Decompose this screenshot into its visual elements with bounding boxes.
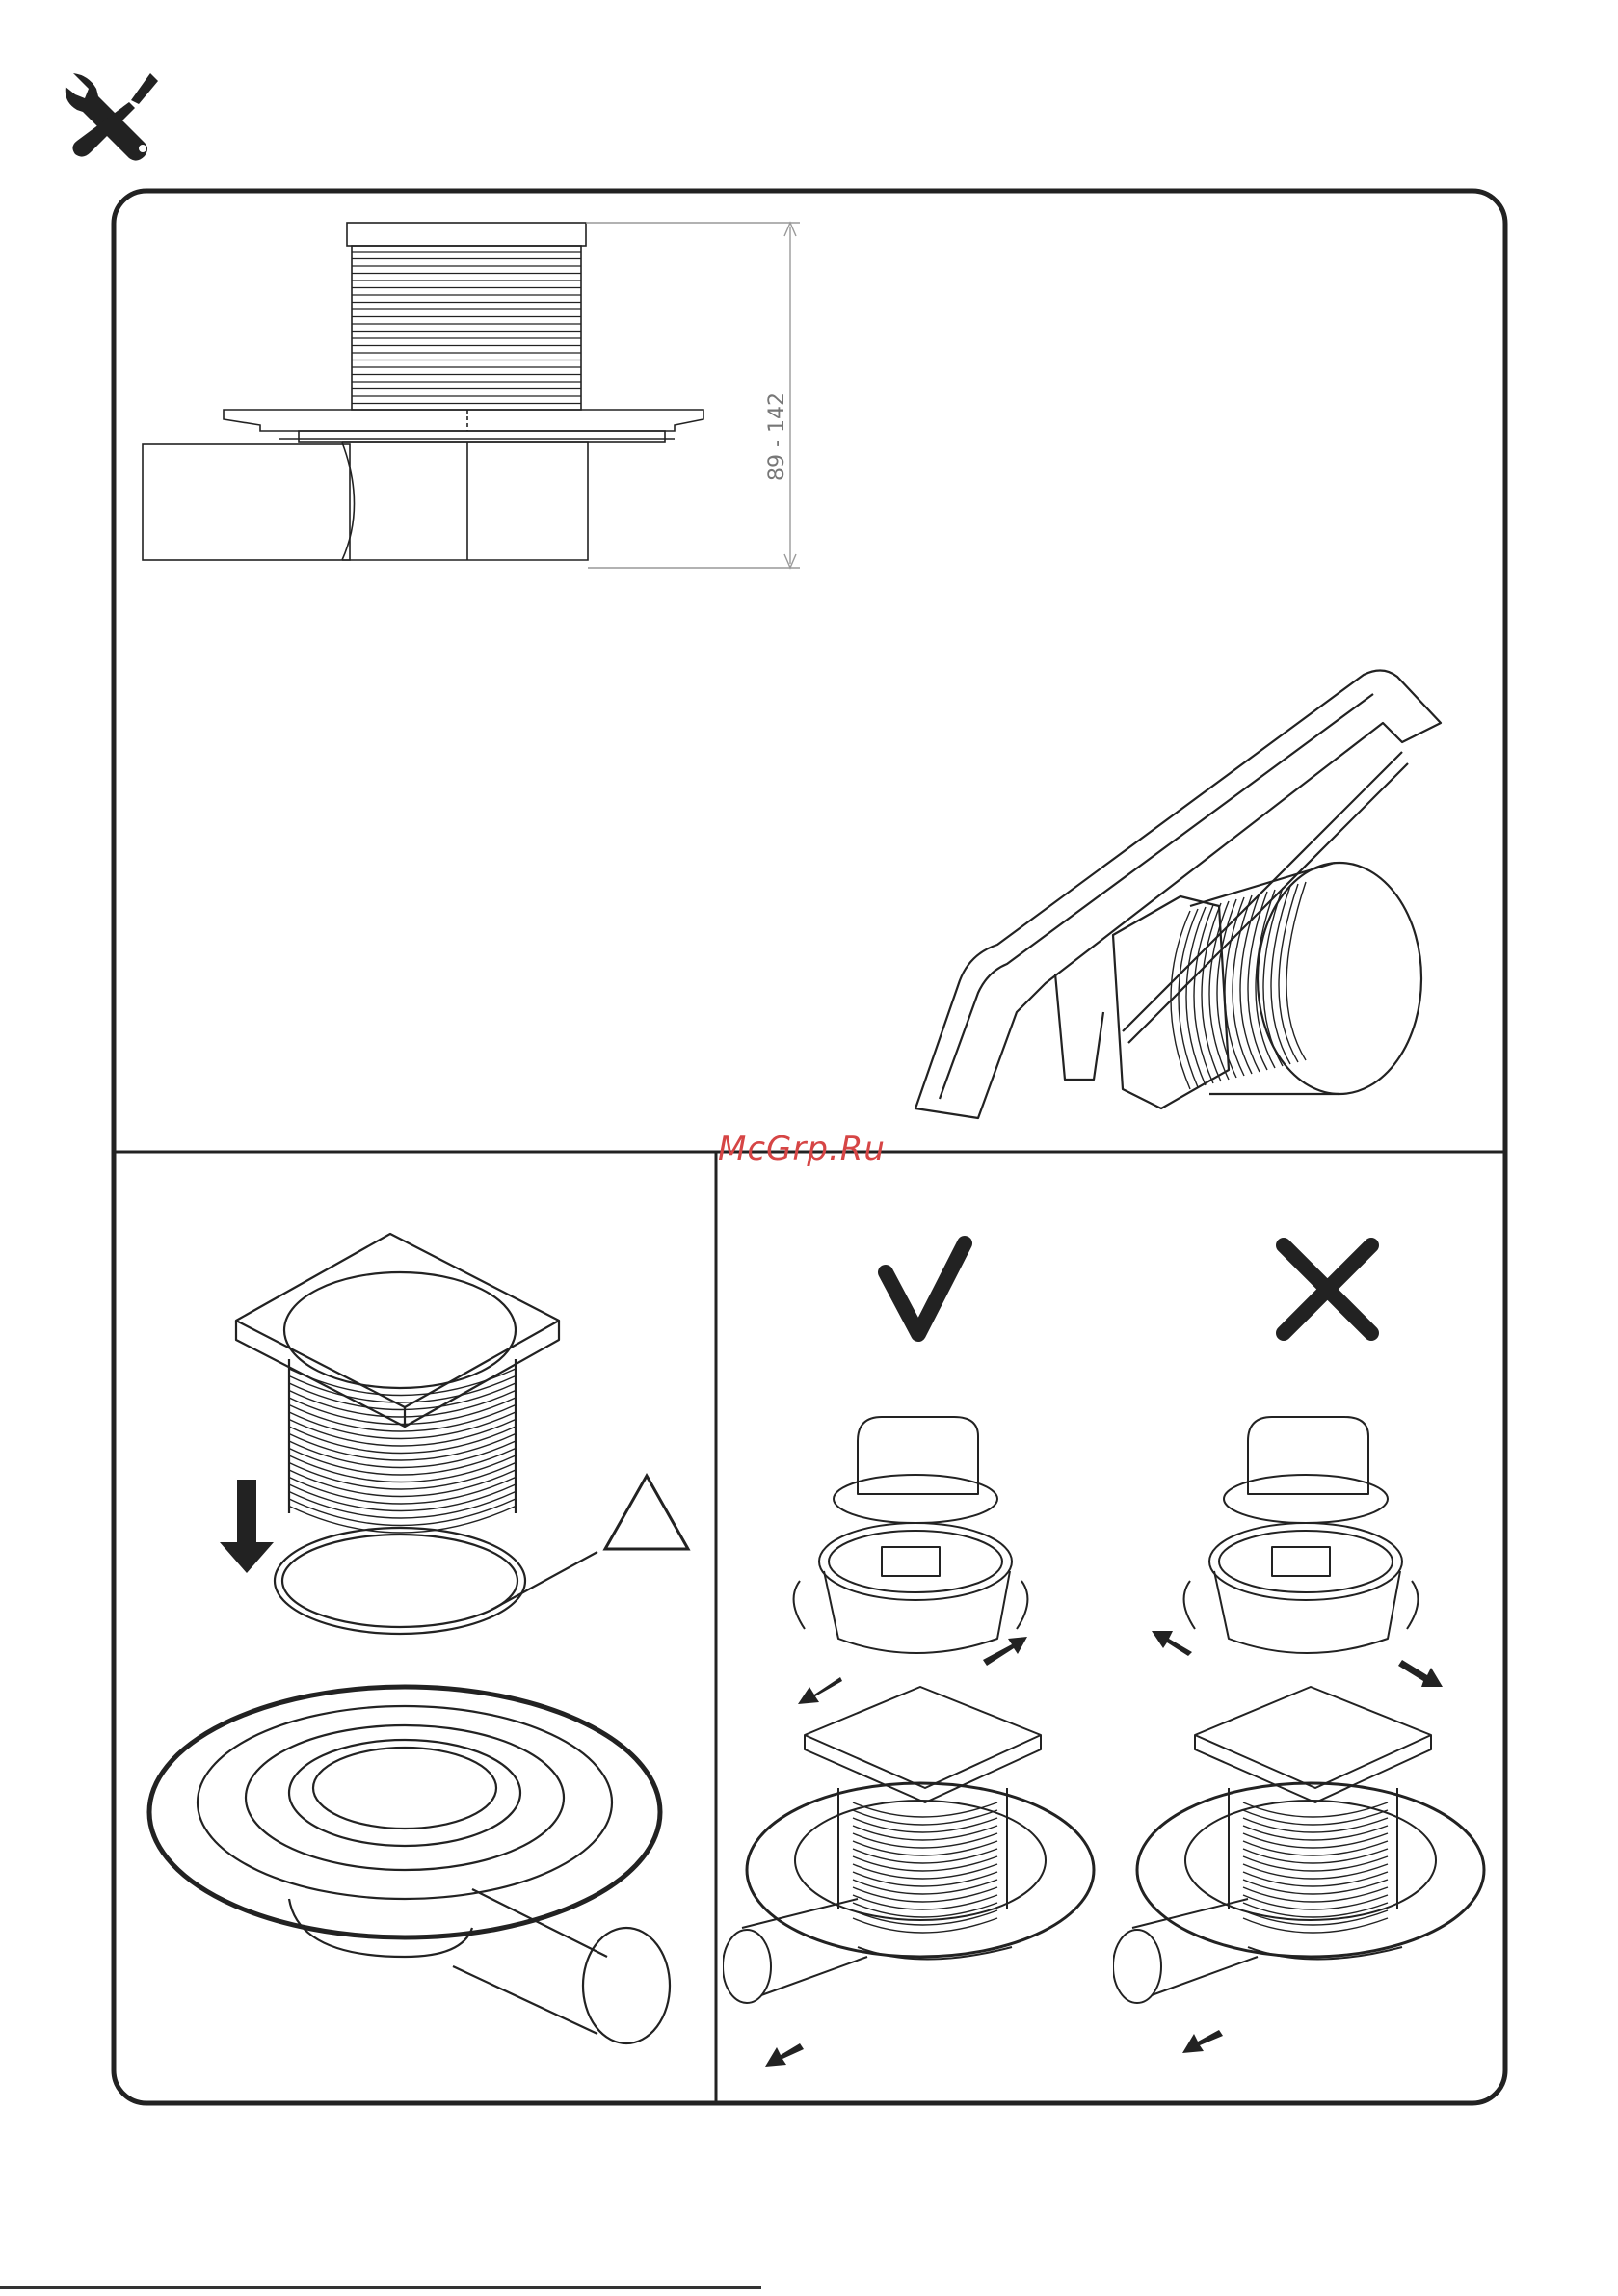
- saw-cutting-riser: [901, 665, 1479, 1128]
- drain-side-view: 89 - 142: [135, 217, 809, 583]
- rib-line: [289, 1478, 516, 1505]
- rib-line: [289, 1449, 516, 1476]
- cross-icon: [1272, 1234, 1383, 1345]
- rib-line: [289, 1484, 516, 1511]
- rib-line: [289, 1376, 516, 1403]
- rib-line: [289, 1434, 516, 1461]
- watermark-text: McGrp.Ru: [718, 1130, 886, 1168]
- tools-icon: [62, 66, 164, 166]
- rotation-wrong: [1113, 1407, 1499, 2072]
- rib-line: [289, 1420, 516, 1447]
- rib-line: [289, 1499, 516, 1526]
- rib-line: [1286, 882, 1306, 1060]
- arrow-down-icon: [220, 1480, 274, 1573]
- rib-line: [289, 1398, 516, 1425]
- riser-insertion-with-seal: [145, 1224, 703, 2063]
- rib-line: [289, 1492, 516, 1519]
- rib-line: [289, 1405, 516, 1432]
- dimension-label: 89 - 142: [765, 392, 789, 481]
- rotation-correct: [723, 1407, 1108, 2072]
- warning-triangle-icon: [599, 1470, 694, 1555]
- rib-line: [1271, 886, 1290, 1064]
- rib-line: [289, 1391, 516, 1418]
- rib-line: [289, 1455, 516, 1482]
- rib-line: [1279, 884, 1298, 1062]
- rib-line: [289, 1441, 516, 1468]
- rib-line: [289, 1470, 516, 1497]
- rib-line: [289, 1427, 516, 1454]
- rib-line: [289, 1463, 516, 1490]
- footer-rule: [0, 2286, 761, 2289]
- checkmark-icon: [872, 1234, 978, 1349]
